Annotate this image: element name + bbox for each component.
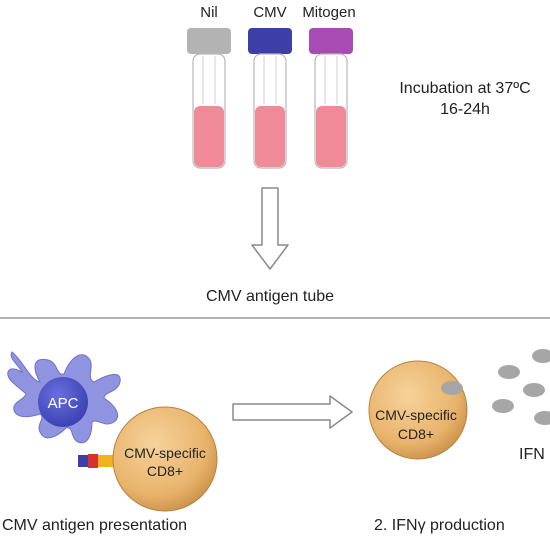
- step1-label: CMV antigen presentation: [2, 517, 187, 534]
- tube-label-nil: Nil: [200, 4, 218, 21]
- tcell-left-label-line1: CMV-specific: [124, 445, 206, 461]
- incubation-line1: Incubation at 37ºC: [399, 80, 530, 97]
- tube-cap-mitogen: [309, 28, 353, 54]
- tube-fluid-cmv: [255, 106, 285, 167]
- ifn-granules: [492, 349, 550, 425]
- tube-label-mitogen: Mitogen: [302, 4, 355, 21]
- tcell-right-label-line2: CD8+: [398, 426, 434, 442]
- down-arrow: [251, 187, 289, 270]
- tube-caption: CMV antigen tube: [206, 288, 334, 305]
- tube-nil: [187, 28, 231, 169]
- tube-cap-nil: [187, 28, 231, 54]
- apc-label: APC: [48, 395, 79, 412]
- tcell-right-label-line1: CMV-specific: [375, 407, 457, 423]
- tube-cap-cmv: [248, 28, 292, 54]
- tcell-right-granule: [441, 381, 463, 395]
- tcell-left: [112, 406, 218, 512]
- tcell-left-label-line2: CD8+: [147, 463, 183, 479]
- apc-nucleus: [38, 377, 88, 427]
- tube-mitogen: [309, 28, 353, 169]
- tube-fluid-mitogen: [316, 106, 346, 167]
- tube-cmv: [248, 28, 292, 169]
- right-arrow: [232, 395, 353, 429]
- incubation-line2: 16-24h: [440, 101, 490, 118]
- ifn-label: IFN: [519, 446, 545, 463]
- step2-label: 2. IFNγ production: [374, 517, 505, 534]
- tube-fluid-nil: [194, 106, 224, 167]
- tube-label-cmv: CMV: [253, 4, 286, 21]
